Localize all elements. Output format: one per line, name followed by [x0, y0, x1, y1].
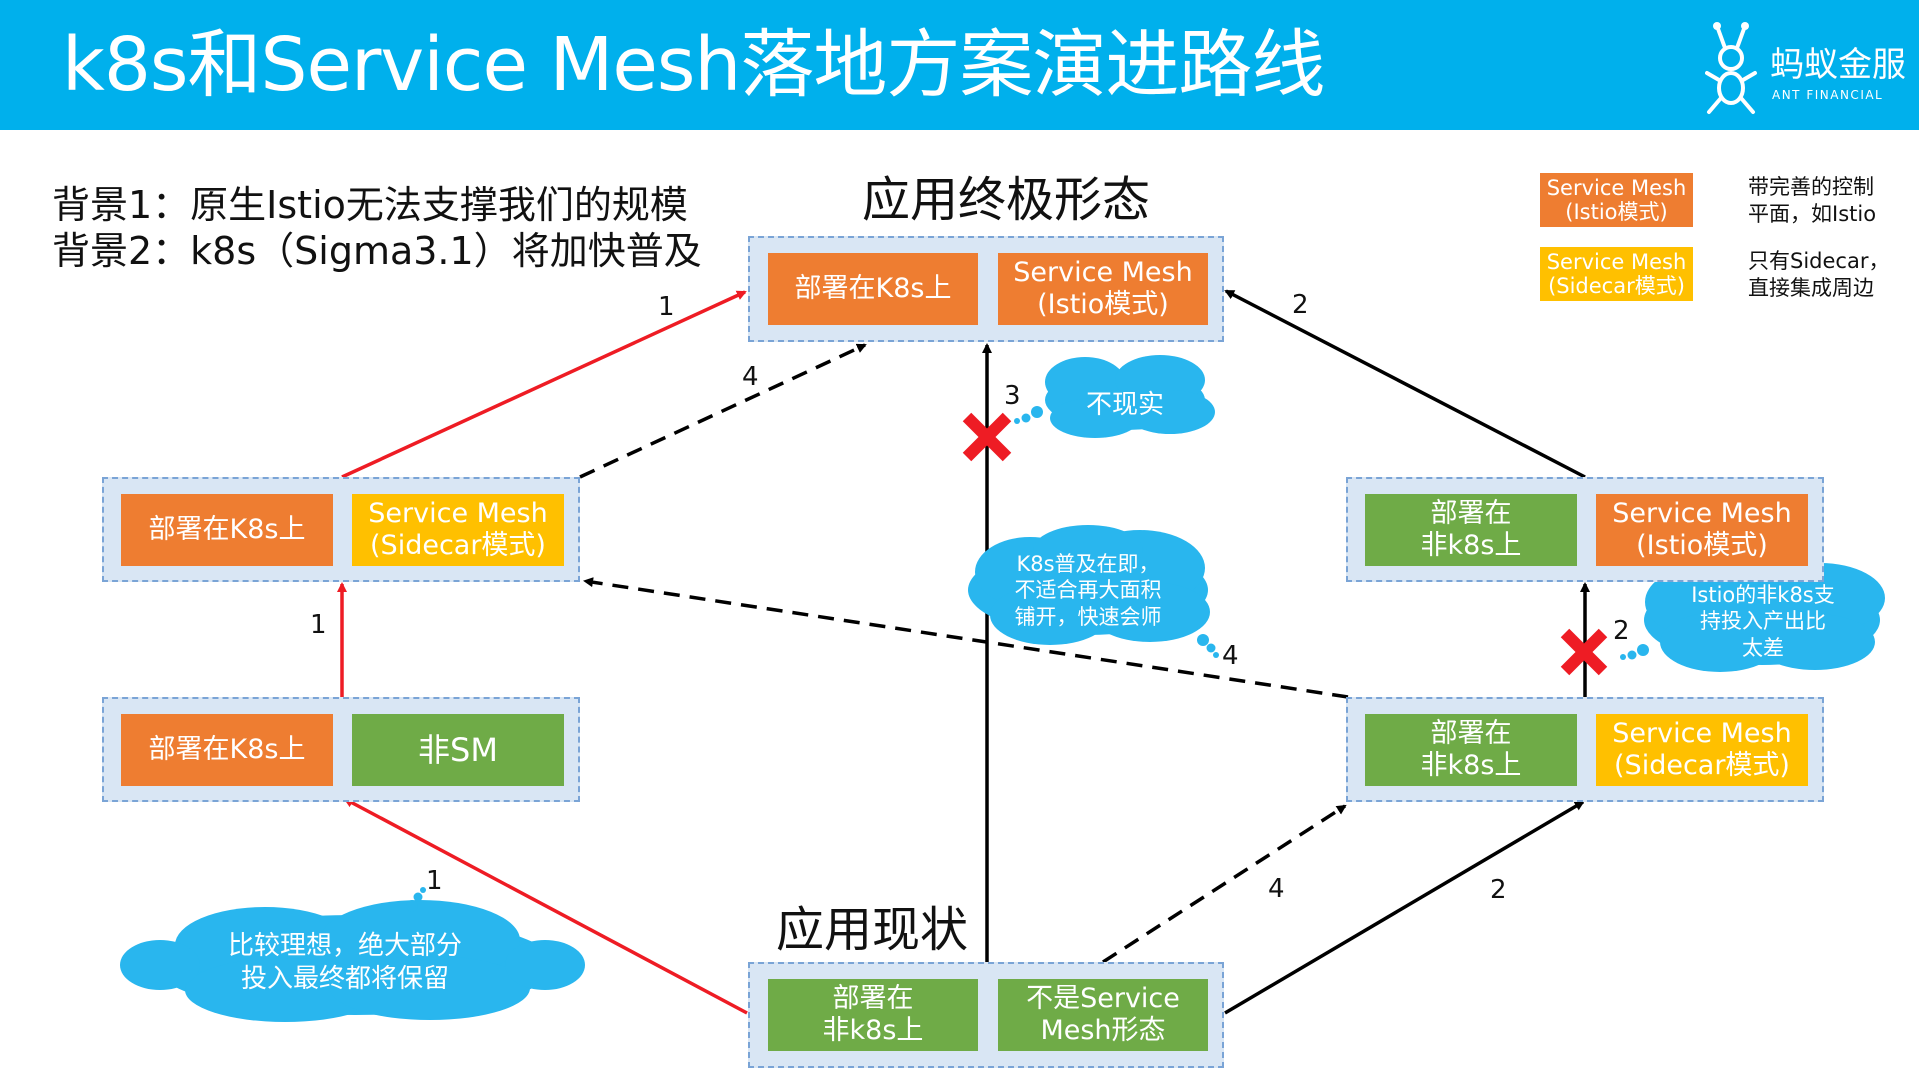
path-label-4: 4	[742, 362, 759, 392]
arrow-path4-rightlow-to-leftmid	[583, 577, 1349, 699]
arrow-path2-current-to-rightlow	[1224, 800, 1585, 1015]
path-label-2: 2	[1613, 616, 1630, 646]
final-istio-mode: Service Mesh (Istio模式)	[998, 253, 1208, 325]
arrow-path1-leftmid-to-final	[341, 290, 747, 479]
callout-ideal: 比较理想，绝大部分 投入最终都将保留	[227, 931, 462, 994]
final-deploy-k8s: 部署在K8s上	[768, 253, 978, 325]
callout-istio-roi: Istio的非k8s支 持投入产出比 太差	[1691, 583, 1835, 660]
heading-current-state: 应用现状	[776, 902, 969, 958]
state-k8s-sidecar: 部署在K8s上 Service Mesh (Sidecar模式)	[102, 477, 580, 582]
path-label-1: 1	[310, 610, 327, 640]
path-label-4: 4	[1268, 874, 1285, 904]
cross-mark-icon	[1560, 628, 1608, 676]
arrow-path1-current-to-leftlow	[343, 797, 748, 1015]
state-k8s-non-sm: 部署在K8s上 非SM	[102, 697, 580, 802]
arrow-path4-current-to-rightlow	[1102, 804, 1347, 964]
path-label-2: 2	[1292, 290, 1309, 320]
state-nonk8s-istio: 部署在 非k8s上 Service Mesh (Istio模式)	[1346, 477, 1824, 582]
ant-logo-icon	[1705, 22, 1757, 114]
leftmid-sidecar-mode: Service Mesh (Sidecar模式)	[352, 494, 564, 566]
state-current: 部署在 非k8s上 不是Service Mesh形态	[748, 962, 1224, 1068]
current-deploy-nonk8s: 部署在 非k8s上	[768, 979, 978, 1051]
cross-mark-icon	[962, 412, 1012, 462]
path-label-2: 2	[1490, 875, 1507, 905]
path-label-4: 4	[1222, 641, 1239, 671]
rightlow-deploy-nonk8s: 部署在 非k8s上	[1365, 714, 1577, 786]
arrow-path2-rightmid-to-final	[1224, 289, 1586, 479]
background-line-2: 背景2：k8s（Sigma3.1）将加快普及	[52, 229, 702, 273]
page-title: k8s和Service Mesh落地方案演进路线	[62, 22, 1325, 108]
header-bar	[0, 0, 1919, 130]
path-label-3: 3	[1004, 381, 1021, 411]
path-label-1: 1	[658, 292, 675, 322]
callout-k8s-coming: K8s普及在即， 不适合再大面积 铺开，快速会师	[1014, 552, 1162, 629]
cloud-callout-icon	[1014, 355, 1215, 438]
state-nonk8s-sidecar: 部署在 非k8s上 Service Mesh (Sidecar模式)	[1346, 697, 1824, 802]
legend-sidecar-desc: 只有Sidecar， 直接集成周边	[1748, 249, 1890, 301]
leftlow-deploy-k8s: 部署在K8s上	[121, 714, 333, 786]
cloud-callout-icon	[120, 887, 585, 1022]
legend-sidecar-mode: Service Mesh (Sidecar模式)	[1540, 247, 1693, 301]
leftmid-deploy-k8s: 部署在K8s上	[121, 494, 333, 566]
legend-istio-desc: 带完善的控制 平面，如Istio	[1748, 175, 1877, 227]
rightlow-sidecar-mode: Service Mesh (Sidecar模式)	[1596, 714, 1808, 786]
leftlow-non-sm: 非SM	[352, 714, 564, 786]
cloud-callout-icon	[968, 525, 1219, 658]
logo-chinese: 蚂蚁金服	[1770, 45, 1906, 85]
cloud-callout-icon	[1620, 560, 1885, 672]
callout-unrealistic: 不现实	[1085, 390, 1164, 420]
logo-english: ANT FINANCIAL	[1772, 88, 1884, 102]
background-line-1: 背景1：原生Istio无法支撑我们的规模	[52, 183, 688, 227]
heading-final-state: 应用终极形态	[862, 172, 1151, 228]
legend-istio-mode: Service Mesh (Istio模式)	[1540, 173, 1693, 227]
state-final: 部署在K8s上 Service Mesh (Istio模式)	[748, 236, 1224, 342]
arrow-path4-leftmid-to-final	[579, 343, 867, 479]
rightmid-deploy-nonk8s: 部署在 非k8s上	[1365, 494, 1577, 566]
current-not-sm: 不是Service Mesh形态	[998, 979, 1208, 1051]
rightmid-istio-mode: Service Mesh (Istio模式)	[1596, 494, 1808, 566]
path-label-1: 1	[426, 866, 443, 896]
